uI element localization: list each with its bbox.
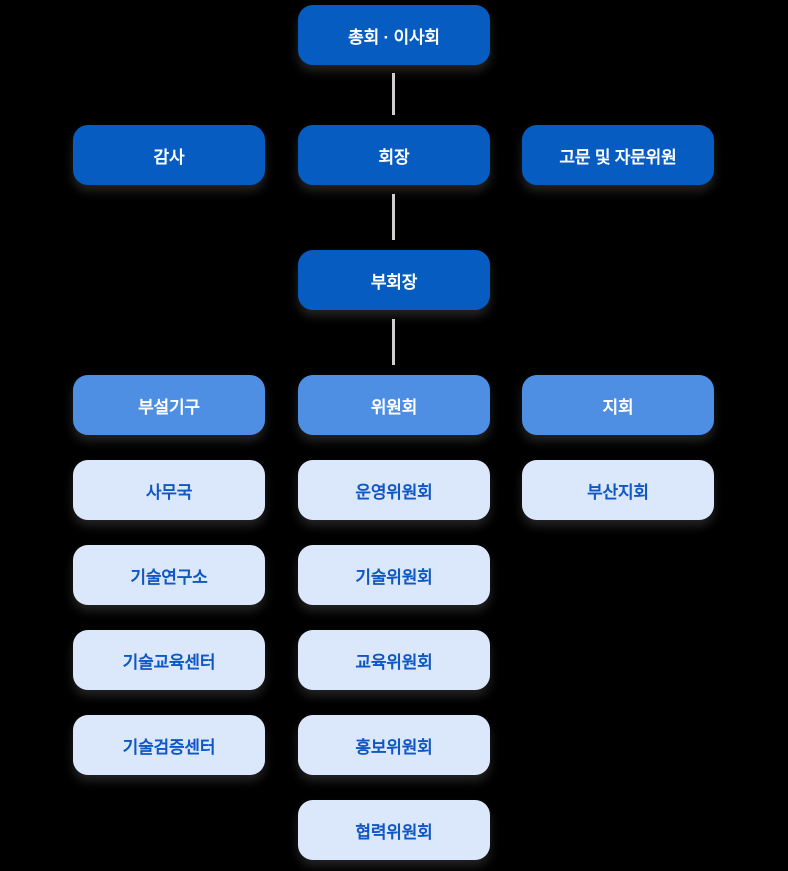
connector-president-vice	[392, 194, 395, 240]
node-steering-committee: 운영위원회	[298, 460, 490, 520]
connector-assembly-president	[392, 73, 395, 115]
header-affiliated-organizations: 부설기구	[73, 375, 265, 435]
node-technology-research-institute: 기술연구소	[73, 545, 265, 605]
node-public-relations-committee: 홍보위원회	[298, 715, 490, 775]
connector-vice-committees	[392, 319, 395, 365]
node-technology-committee: 기술위원회	[298, 545, 490, 605]
node-secretariat: 사무국	[73, 460, 265, 520]
header-branches: 지회	[522, 375, 714, 435]
node-auditor: 감사	[73, 125, 265, 185]
node-president: 회장	[298, 125, 490, 185]
node-vice-president: 부회장	[298, 250, 490, 310]
header-committees: 위원회	[298, 375, 490, 435]
node-cooperation-committee: 협력위원회	[298, 800, 490, 860]
node-education-committee: 교육위원회	[298, 630, 490, 690]
node-busan-branch: 부산지회	[522, 460, 714, 520]
node-technology-education-center: 기술교육센터	[73, 630, 265, 690]
node-advisors: 고문 및 자문위원	[522, 125, 714, 185]
node-technology-verification-center: 기술검증센터	[73, 715, 265, 775]
node-general-assembly: 총회 · 이사회	[298, 5, 490, 65]
